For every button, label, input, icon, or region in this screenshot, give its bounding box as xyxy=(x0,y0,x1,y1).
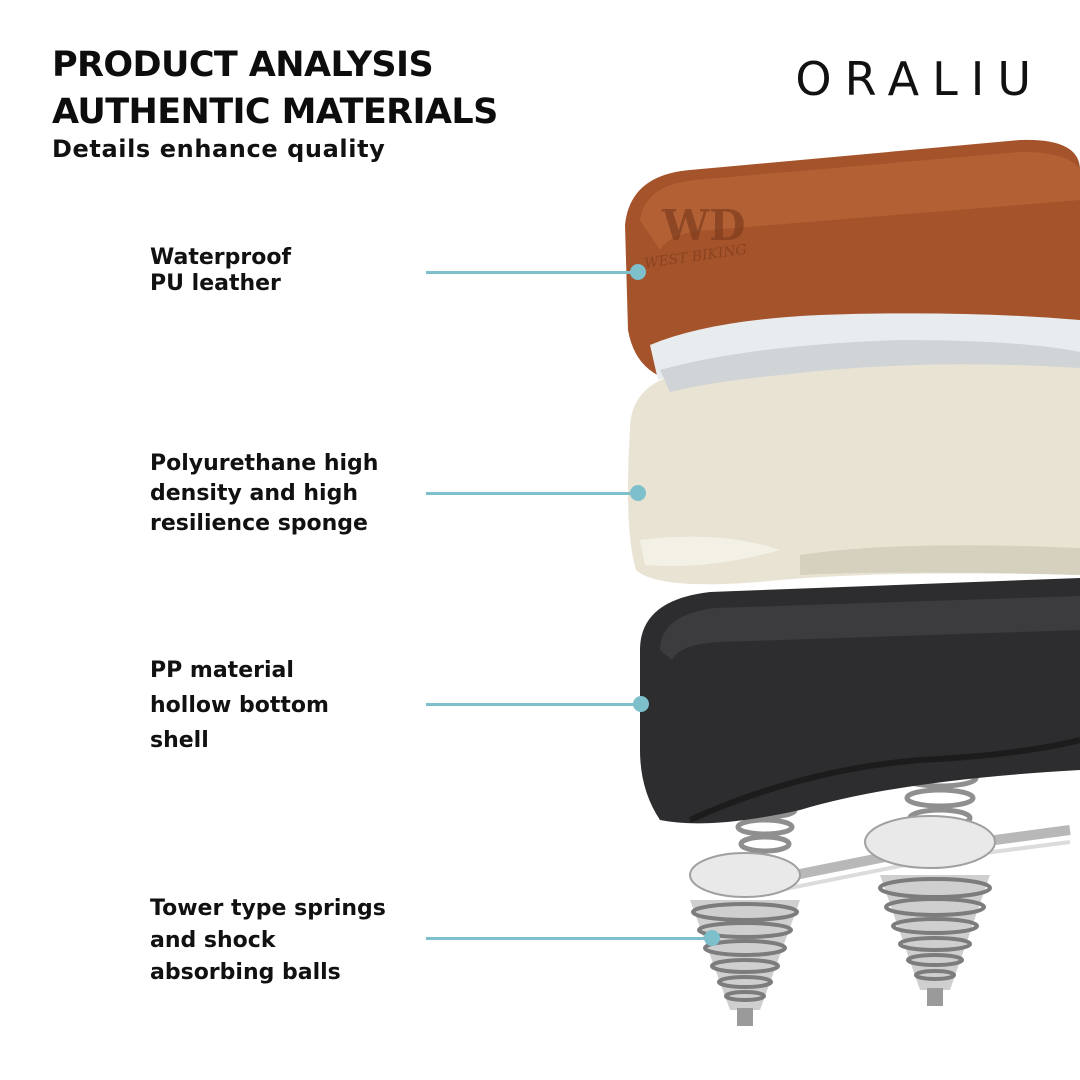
seal-logo: WD WEST BIKING xyxy=(643,201,747,272)
spring-assembly xyxy=(689,767,1071,1026)
callout-line-shell xyxy=(426,703,640,706)
callout-dot-icon xyxy=(633,696,649,712)
page-subtitle: Details enhance quality xyxy=(52,135,386,163)
callout-label-line: PP material xyxy=(150,658,294,683)
callout-label-shell: PP material hollow bottom shell xyxy=(150,653,329,758)
page-title-line-2: AUTHENTIC MATERIALS xyxy=(52,92,498,132)
bottom-shell xyxy=(640,578,1080,824)
callout-label-springs: Tower type springs and shock absorbing b… xyxy=(150,893,386,989)
callout-label-sponge: Polyurethane high density and high resil… xyxy=(150,449,378,539)
callout-label-line: resilience sponge xyxy=(150,511,368,536)
callout-label-line: Polyurethane high xyxy=(150,451,379,476)
saddle-illustration: WD WEST BIKING xyxy=(625,139,1080,1026)
callout-label-line: hollow bottom xyxy=(150,693,329,718)
callout-label-leather: Waterproof PU leather xyxy=(150,245,291,297)
callout-dot-icon xyxy=(630,485,646,501)
page-title-line-1: PRODUCT ANALYSIS xyxy=(52,45,434,85)
callout-label-line: shell xyxy=(150,728,209,753)
brand-logo: ORALIU xyxy=(795,52,1044,106)
sponge-layer xyxy=(628,358,1080,585)
callout-dot-icon xyxy=(630,264,646,280)
leather-top: WD WEST BIKING xyxy=(625,139,1080,392)
callout-label-line: Tower type springs xyxy=(150,896,386,921)
callout-label-line: and shock xyxy=(150,928,276,953)
callout-label-line: density and high xyxy=(150,481,359,506)
callout-line-leather xyxy=(426,271,638,274)
callout-label-line: PU leather xyxy=(150,271,281,296)
callout-dot-icon xyxy=(704,930,720,946)
callout-label-line: absorbing balls xyxy=(150,960,341,985)
callout-line-springs xyxy=(426,937,711,940)
callout-line-sponge xyxy=(426,492,638,495)
svg-text:WD: WD xyxy=(661,201,746,250)
callout-label-line: Waterproof xyxy=(150,245,292,270)
